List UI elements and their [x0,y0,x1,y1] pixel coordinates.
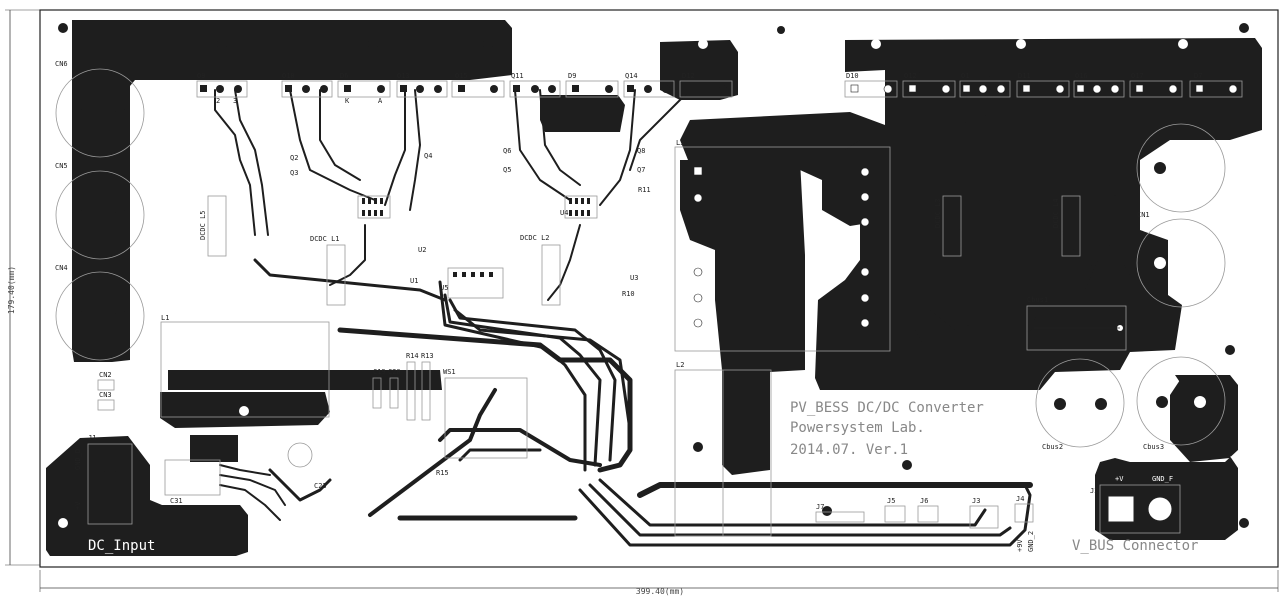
dimension-lines: 179.40(mm) 399.40(mm) [5,9,1279,596]
bottom-signal-headers: J7 J5 J6 J3 J4 +9V GND_2 [815,495,1035,552]
title-block: PV_BESS DC/DC Converter Powersystem Lab.… [790,400,984,458]
cbus3-label: Cbus3 [1143,443,1164,451]
q7-label: Q7 [637,166,645,174]
j7-label: J7 [816,503,824,511]
q9-label: Q9 [197,72,205,80]
q15-label: Q15 [455,72,468,80]
c20-label: C20 [388,368,401,376]
j4-label: J4 [1016,495,1024,503]
cbus2-label: Cbus2 [1042,443,1063,451]
pin-2-label: 2 [216,97,220,105]
capacitor-cn5: CN5 [55,162,145,260]
j1-label: J1 [88,434,96,442]
dc-input-label: DC_Input [88,538,155,554]
u3-label: U3 [630,274,638,282]
l1-label: L1 [161,314,169,322]
j1-gnd-label: GND_D [74,449,82,470]
c31-label: C31 [170,497,183,505]
copper-pours [46,20,1262,556]
gate-driver-ics: U1 U5 U3 U2 U4 [357,195,638,299]
j1-dc-input-connector: J1 GND_D +V DC_Input [74,434,155,554]
q2-label: Q2 [290,154,298,162]
power-pads [693,166,870,328]
c19-label: C19 [373,368,386,376]
j1-v-label: +V [74,501,82,510]
ws1-label: WS1 [443,368,456,376]
capacitor-cn1-group: CN1 Cbus2 Cbus3 Cbus1 [1026,123,1226,451]
q8-label: Q8 [637,147,645,155]
q3-label: Q3 [290,169,298,177]
inductor-outlines: L1 L3 L2 DCDC L1 DCDC L2 DCDC L3 DCDC L4… [160,139,1081,537]
width-dimension-label: 399.40(mm) [636,587,684,596]
device-header-row-left: Q9 Q10 D6 Q13 Q15 Q11 D9 Q14 D12 2 3 K A [196,72,733,105]
j6-label: J6 [920,497,928,505]
j2-label: J2 [1090,487,1098,495]
q11-label: Q11 [511,72,524,80]
q5-label: Q5 [503,166,511,174]
dcdc-l5-label: DCDC L5 [199,210,207,240]
d9-label: D9 [568,72,576,80]
j3-label: J3 [972,497,980,505]
r11-label: R11 [638,186,651,194]
title-line-1: PV_BESS DC/DC Converter [790,400,984,416]
dcdc-l1-label: DCDC L1 [310,235,340,243]
q14-label: Q14 [625,72,638,80]
pin-k-label: K [345,97,350,105]
u1-label: U1 [410,277,418,285]
dcdc-l4-label: DCDC L4 [1052,198,1060,228]
r14-label: R14 [406,352,419,360]
u5-label: U5 [440,284,448,292]
d10-label: D10 [846,72,859,80]
u2-label: U2 [418,246,426,254]
small-component-labels: Q2 Q4 Q3 Q6 Q5 Q8 Q7 R10 R11 C19 C20 R14… [164,147,651,505]
l3-label: L3 [676,139,684,147]
cbus1-label: Cbus1 [1027,296,1048,304]
j4-gnd-label: GND_2 [1027,531,1035,552]
traces [214,89,1121,547]
d12-label: D12 [682,72,695,80]
d11-label: D11 [1018,72,1031,80]
r13-label: R13 [421,352,434,360]
j4-9v-label: +9V [1016,539,1024,552]
q12-label: Q12 [904,72,917,80]
r15-label: R15 [436,469,449,477]
cn5-label: CN5 [55,162,68,170]
d6-label: D6 [340,72,348,80]
title-line-2: Powersystem Lab. [790,420,925,436]
u4-label: U4 [560,209,568,217]
pin-3-label: 3 [233,97,237,105]
dcdc-l3-label: DCDC L3 [934,198,942,228]
q17-label: Q17 [1131,72,1144,80]
q4-label: Q4 [424,152,432,160]
title-line-3: 2014.07. Ver.1 [790,442,908,458]
cn2-cn3-headers: CN2 CN3 [97,371,115,411]
height-dimension-label: 179.40(mm) [7,266,16,314]
c23-label: C23 [314,482,327,490]
q13-label: Q13 [397,72,410,80]
j2-vbus-connector: J2 +V GND_F V_BUS Connector [1072,475,1198,554]
q16-label: Q16 [1075,72,1088,80]
j2-v-label: +V [1115,475,1124,483]
pin-a-label: A [378,97,383,105]
capacitor-cn6: CN6 [55,60,145,158]
cn6-label: CN6 [55,60,68,68]
device-header-row-right: D10 Q12 Q1 D11 Q16 Q17 D7 [844,72,1243,98]
cn2-label: CN2 [99,371,112,379]
q6-label: Q6 [503,147,511,155]
cn1-label: CN1 [1137,211,1150,219]
mounting-holes [58,23,1249,528]
l2-label: L2 [676,361,684,369]
r10-label: R10 [622,290,635,298]
q1-label: Q1 [961,72,969,80]
dcdc-l2-label: DCDC L2 [520,234,550,242]
q10-label: Q10 [282,72,295,80]
j5-label: J5 [887,497,895,505]
cn3-label: CN3 [99,391,112,399]
capacitor-cn4: CN4 [55,264,145,361]
j2-gnd-label: GND_F [1152,475,1173,483]
cn4-label: CN4 [55,264,68,272]
vbus-connector-label: V_BUS Connector [1072,538,1198,554]
d7-label: D7 [1194,72,1202,80]
